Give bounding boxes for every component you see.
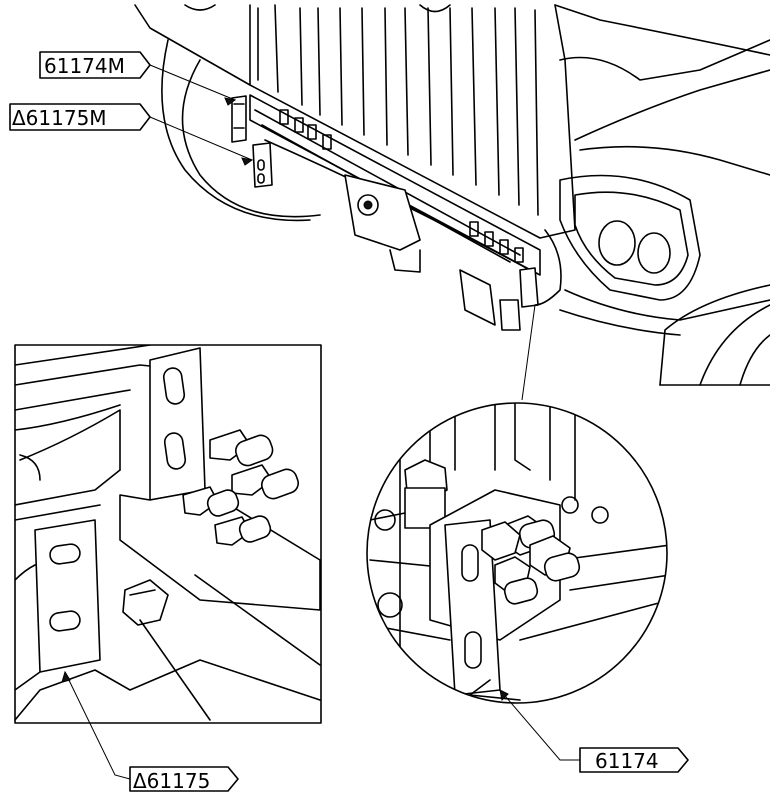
callout-61174m: 61174M: [39, 51, 237, 106]
detail-view-right: [366, 402, 668, 704]
svg-text:Δ61175: Δ61175: [133, 769, 210, 793]
detail-leader-line: [521, 304, 536, 401]
callout-delta-61175m: Δ61175M: [9, 103, 254, 166]
callout-61174: 61174: [499, 689, 689, 773]
svg-text:61174M: 61174M: [44, 54, 125, 78]
svg-text:61174: 61174: [595, 749, 659, 773]
truck-front-view: [134, 4, 770, 386]
svg-text:Δ61175M: Δ61175M: [12, 106, 107, 130]
callout-delta-61175: Δ61175: [61, 670, 239, 793]
detail-view-left: [14, 344, 322, 724]
